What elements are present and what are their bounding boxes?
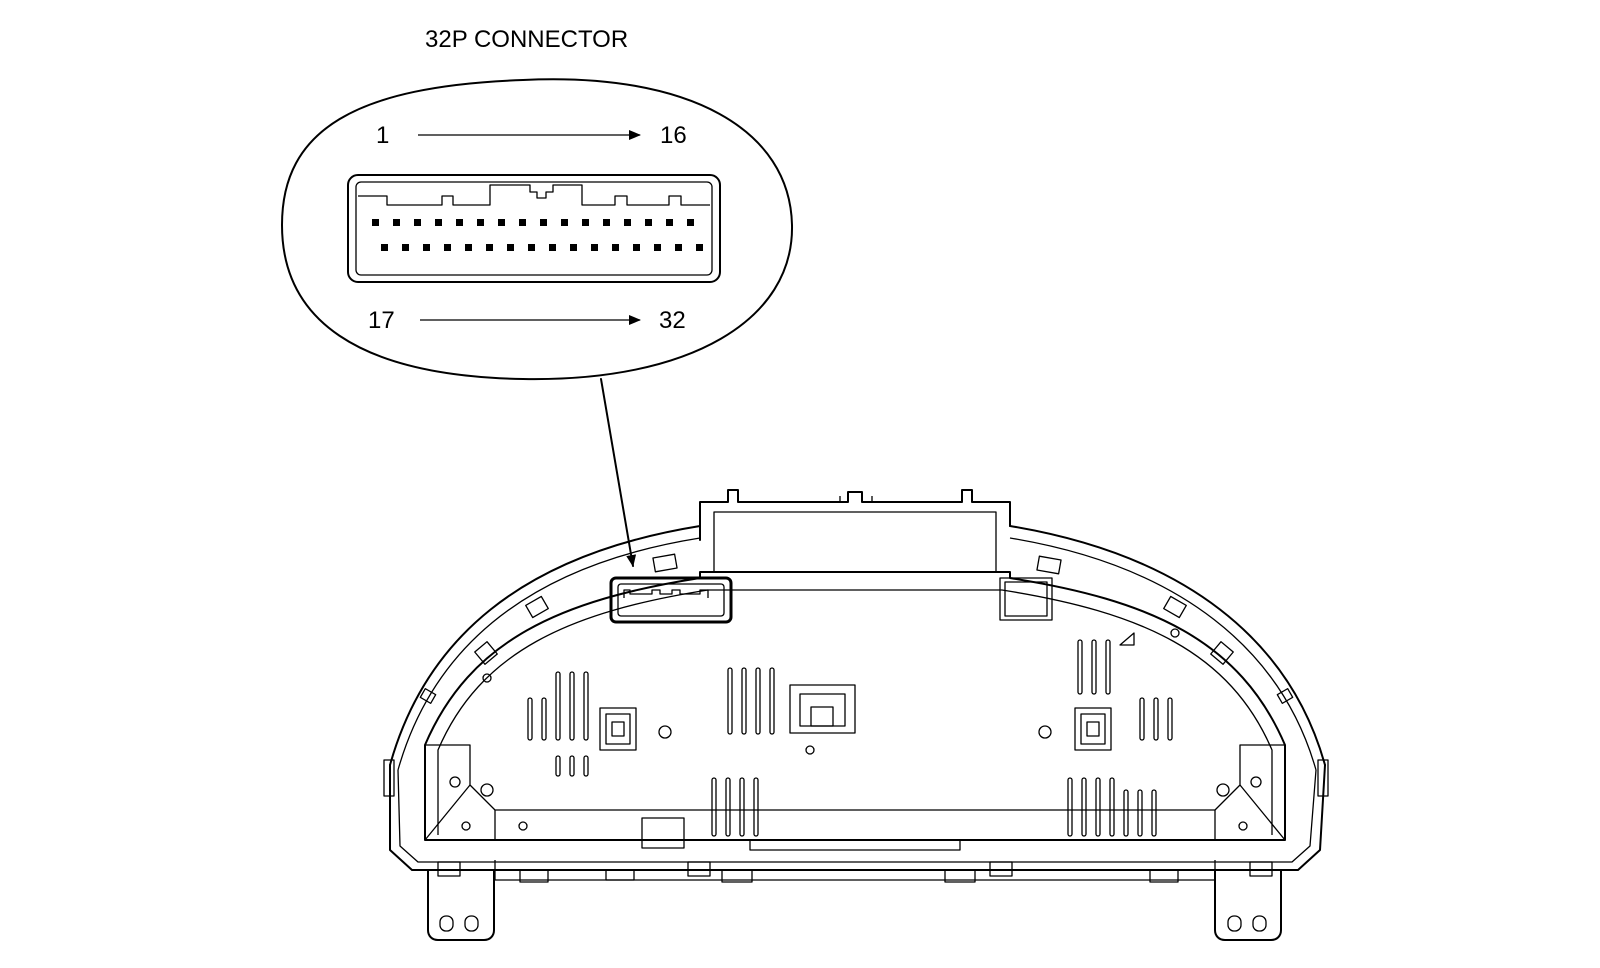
vent-center-top-2 [741,667,747,735]
pin-9 [540,219,547,226]
vent-left-b-2 [569,671,575,741]
vent-right-b-3 [1167,697,1173,741]
vent-right-low2-3 [1151,789,1157,837]
vent-center-low-3 [739,777,745,837]
center-socket [789,684,856,734]
pin-26 [570,244,577,251]
mounting-clips [383,553,1329,797]
pin-22 [486,244,493,251]
pin-24 [528,244,535,251]
vent-right-low-2 [1081,777,1087,837]
pin-2 [393,219,400,226]
pin-6 [477,219,484,226]
pin-8 [519,219,526,226]
left-socket [599,707,637,751]
pin-4 [435,219,442,226]
pin-row-2 [381,244,703,251]
vent-left-c-1 [555,755,561,777]
vent-center-low-4 [753,777,759,837]
left-mounting-foot [427,869,495,941]
pin-17 [381,244,388,251]
vent-right-top-3 [1105,639,1111,695]
pin-32 [696,244,703,251]
vent-right-low-3 [1095,777,1101,837]
leader-arrow [600,378,637,567]
pin-11 [582,219,589,226]
pin-7 [498,219,505,226]
pin-30 [654,244,661,251]
vent-right-low-1 [1067,777,1073,837]
vent-right-b-2 [1153,697,1159,741]
pin-10 [561,219,568,226]
right-mounting-foot [1214,869,1282,941]
pin-19 [423,244,430,251]
vent-right-b-1 [1139,697,1145,741]
pin-15 [666,219,673,226]
connector-face [347,174,721,283]
callout-bubble [281,78,794,381]
vent-right-low2-1 [1123,789,1129,837]
pin-25 [549,244,556,251]
pin-row-1 [372,219,694,226]
pin-label-32: 32 [659,307,686,334]
pin-16 [687,219,694,226]
vent-right-top-2 [1091,639,1097,695]
vent-center-top-1 [727,667,733,735]
vent-center-low-2 [725,777,731,837]
connector-keying-profile [358,184,710,206]
vent-center-top-4 [769,667,775,735]
vent-right-top-1 [1077,639,1083,695]
pin-label-16: 16 [660,122,687,149]
pin-18 [402,244,409,251]
pin-label-17: 17 [368,307,395,334]
pin-27 [591,244,598,251]
pin-29 [633,244,640,251]
vent-center-top-3 [755,667,761,735]
pin-13 [624,219,631,226]
pin-label-1: 1 [376,122,389,149]
vent-slots [527,639,1173,837]
pin-3 [414,219,421,226]
pin-28 [612,244,619,251]
pin-23 [507,244,514,251]
vent-left-a-2 [541,697,547,741]
connector-title: 32P CONNECTOR [425,26,628,53]
right-socket [1074,707,1112,751]
vent-left-b-3 [583,671,589,741]
vent-left-c-3 [583,755,589,777]
vent-right-low-4 [1109,777,1115,837]
pin-14 [645,219,652,226]
vent-left-c-2 [569,755,575,777]
vent-center-low-1 [711,777,717,837]
pin-5 [456,219,463,226]
gauge-cluster [383,489,1329,941]
pin-31 [675,244,682,251]
vent-left-b-1 [555,671,561,741]
vent-right-low2-2 [1137,789,1143,837]
pin-12 [603,219,610,226]
cluster-connector-socket [609,576,733,624]
pin-1 [372,219,379,226]
vent-left-a-1 [527,697,533,741]
pin-20 [444,244,451,251]
pin-21 [465,244,472,251]
